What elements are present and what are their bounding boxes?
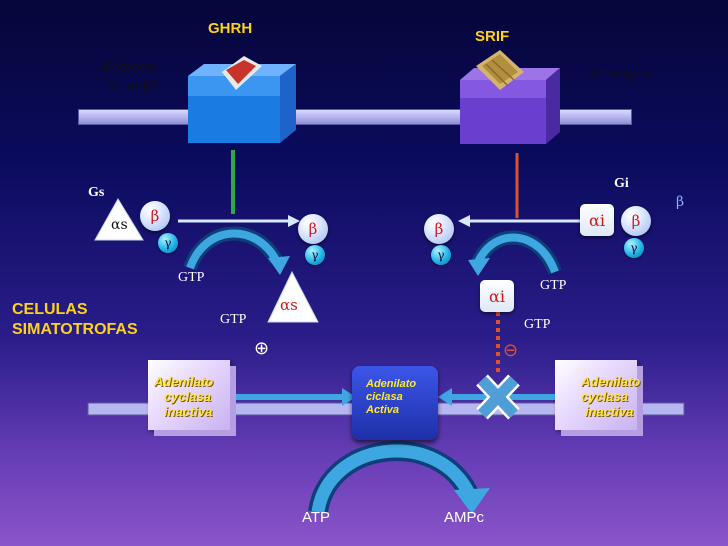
free-beta-right: β — [424, 214, 454, 244]
gs-label: Gs — [88, 185, 105, 200]
plus-sign: ⊕ — [254, 338, 270, 359]
blocked-x-icon — [476, 374, 520, 420]
cyclase-right-line1: Adenilato — [581, 374, 641, 389]
receptor-label-line1: Receptor — [102, 59, 157, 75]
gs-beta-subunit: β — [140, 201, 170, 231]
free-alpha-s-triangle — [267, 270, 319, 323]
gtp-right-2: GTP — [524, 317, 551, 332]
alpha-s-label: αs — [111, 217, 128, 233]
cell-type-label: CELULAS SIMATOTROFAS — [12, 300, 138, 340]
cell-label-line1: CELULAS — [12, 301, 88, 318]
cyclase-active-line1: Adenilato — [366, 378, 417, 390]
free-alpha-i: αi — [480, 280, 514, 312]
receptor-beta-label: Receptor β1 or β2 — [102, 58, 158, 96]
campc-label: AMPc — [444, 509, 485, 526]
minus-sign: ⊖ — [503, 340, 519, 361]
atp-label: ATP — [302, 509, 331, 526]
cyclase-left-line2: cyclasa — [164, 389, 211, 404]
gi-gamma-subunit: γ — [624, 238, 644, 258]
receptor-label-line2: β1 or β2 — [108, 78, 159, 94]
cyclase-right-line2: cyclasa — [581, 389, 628, 404]
cyclase-active-line3: Activa — [366, 404, 400, 416]
free-gamma-left: γ — [305, 245, 325, 265]
cyclase-right-line3: inactiva — [585, 404, 634, 419]
gi-alpha-subunit: αi — [580, 204, 614, 236]
srif-label: SRIF — [475, 28, 510, 45]
gtp-left-2: GTP — [220, 312, 247, 327]
gs-gamma-subunit: γ — [158, 233, 178, 253]
cell-label-line2: SIMATOTROFAS — [12, 321, 138, 338]
gtp-left-1: GTP — [178, 270, 205, 285]
ghrh-receptor — [188, 56, 296, 143]
cyclase-active: Adenilato ciclasa Activa — [352, 366, 438, 440]
gtp-right-1: GTP — [540, 278, 567, 293]
stray-beta-symbol: β — [676, 194, 685, 210]
cyclase-left-line3: inactiva — [164, 404, 213, 419]
cyclase-left-inactive: Adenilato cyclasa inactiva — [148, 360, 230, 430]
gi-beta-subunit: β — [621, 206, 651, 236]
free-beta-left: β — [298, 214, 328, 244]
gi-label: Gi — [614, 176, 629, 191]
alpha2-receptor-label: α2 receptor — [588, 67, 652, 82]
cyclase-left-line1: Adenilato — [154, 374, 214, 389]
alpha2-receptor — [460, 50, 560, 144]
cyclase-active-line2: ciclasa — [366, 391, 403, 403]
cyclase-right-inactive: Adenilato cyclasa inactiva — [555, 360, 641, 430]
ghrh-label: GHRH — [208, 20, 253, 37]
free-alpha-s-label: αs — [280, 296, 298, 314]
alpha-s-triangle — [94, 198, 144, 241]
free-gamma-right: γ — [431, 245, 451, 265]
